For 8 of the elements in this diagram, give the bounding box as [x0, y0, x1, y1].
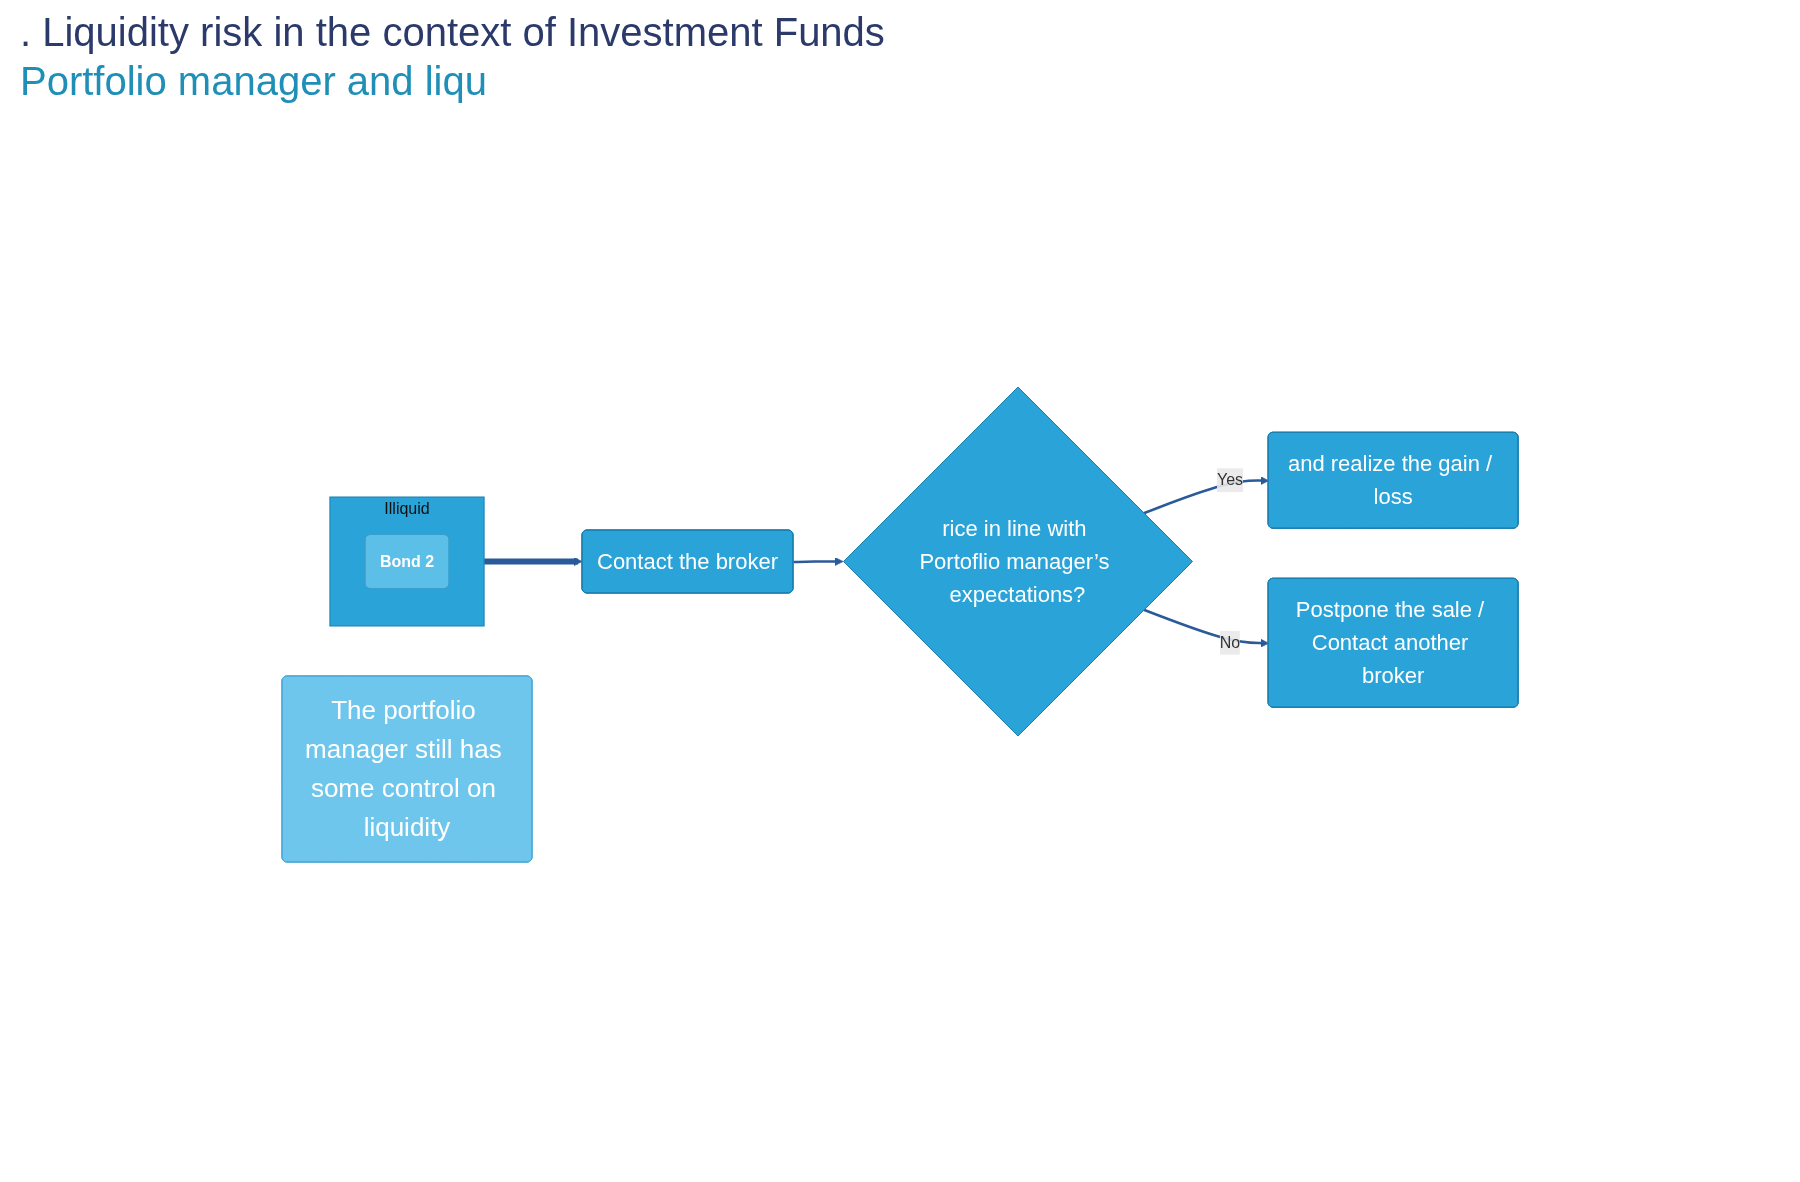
arrow — [484, 556, 583, 566]
title: . Liquidity risk in the context of Investment Funds — [20, 10, 886, 55]
arrow — [793, 556, 844, 566]
arrow — [1143, 608, 1269, 648]
subtitle: Portfolio manager and liqu — [20, 59, 488, 104]
edge-label: No — [1219, 633, 1241, 651]
edge-label: Yes — [1216, 470, 1244, 488]
node-diamond: rice in line with Portoflio manager’s expectations? — [842, 386, 1193, 736]
